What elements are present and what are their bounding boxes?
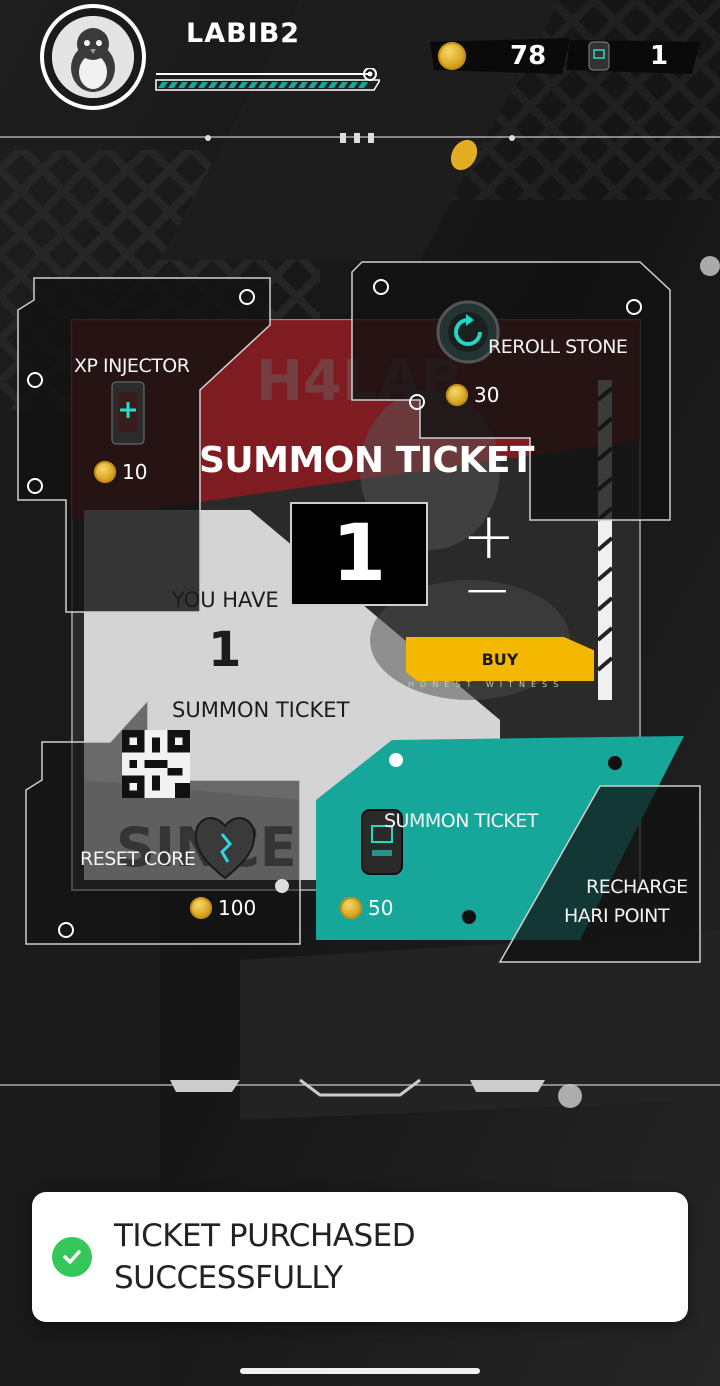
heart-core-icon [194,817,256,880]
xp-injector-price: 10 [94,460,147,484]
purchase-title: SUMMON TICKET [199,440,535,481]
xp-stripe [258,82,268,88]
xp-stripe [268,82,278,88]
quantity-display: 1 [290,502,428,606]
xp-stripe [328,82,338,88]
coin-icon [190,897,212,919]
xp-stripe [188,82,198,88]
xp-stripe [168,82,178,88]
coin-icon [94,461,116,483]
reset-core-price: 100 [190,896,256,920]
xp-stripe [238,82,248,88]
xp-stripe [338,82,348,88]
xp-stripe [178,82,188,88]
xp-stripe [288,82,298,88]
xp-stripe [278,82,288,88]
toast-line-2: SUCCESSFULLY [114,1260,343,1296]
you-have-label: YOU HAVE [172,588,279,612]
toast-message: TICKET PURCHASED SUCCESSFULLY [114,1215,416,1299]
xp-injector-label: XP INJECTOR [74,355,190,377]
buy-button[interactable]: BUY [406,637,594,681]
recharge-hari-point-item[interactable] [500,786,700,962]
xp-stripe [228,82,238,88]
xp-stripe [158,82,168,88]
recharge-label-line1: RECHARGE [586,876,688,898]
home-indicator[interactable] [240,1368,480,1374]
reroll-stone-item[interactable] [352,262,670,520]
summon-ticket-price: 50 [340,896,393,920]
owned-count: 1 [208,622,242,678]
xp-stripe [318,82,328,88]
coin-balance: 78 [430,38,570,74]
coin-count: 78 [510,41,547,71]
ticket-count: 1 [650,41,669,71]
avatar[interactable] [40,4,146,110]
check-circle-icon [52,1237,92,1277]
coin-icon [438,42,466,70]
xp-progress-bar [155,68,380,91]
recharge-label-line2: HARI POINT [564,905,669,927]
reroll-stone-icon [436,300,500,364]
success-toast: TICKET PURCHASED SUCCESSFULLY [32,1192,688,1322]
xp-stripe [348,82,358,88]
xp-stripe [218,82,228,88]
reset-core-label: RESET CORE [80,848,196,870]
xp-stripe [298,82,308,88]
xp-stripe [308,82,318,88]
username: LABIB2 [186,18,301,49]
qr-code-icon [122,730,190,798]
ticket-balance: 1 [566,38,700,74]
reset-core-item[interactable] [26,700,300,944]
xp-stripe [208,82,218,88]
owned-item-label: SUMMON TICKET [172,698,350,722]
xp-stripe [358,82,368,88]
reroll-stone-price: 30 [446,383,499,407]
xp-stripe [248,82,258,88]
xp-injector-icon [111,381,145,445]
decrement-button[interactable]: − [462,555,513,625]
xp-stripe [198,82,208,88]
increment-button[interactable]: + [462,500,516,574]
summon-ticket-icon [361,809,403,875]
toast-line-1: TICKET PURCHASED [114,1218,416,1254]
reroll-stone-label: REROLL STONE [488,336,628,358]
coin-icon [340,897,362,919]
ticket-icon [588,41,610,71]
buy-caption: HONEST WITNESS [408,680,565,689]
coin-icon [446,384,468,406]
penguin-avatar-icon [52,16,134,98]
summon-ticket-label: SUMMON TICKET [384,810,539,832]
